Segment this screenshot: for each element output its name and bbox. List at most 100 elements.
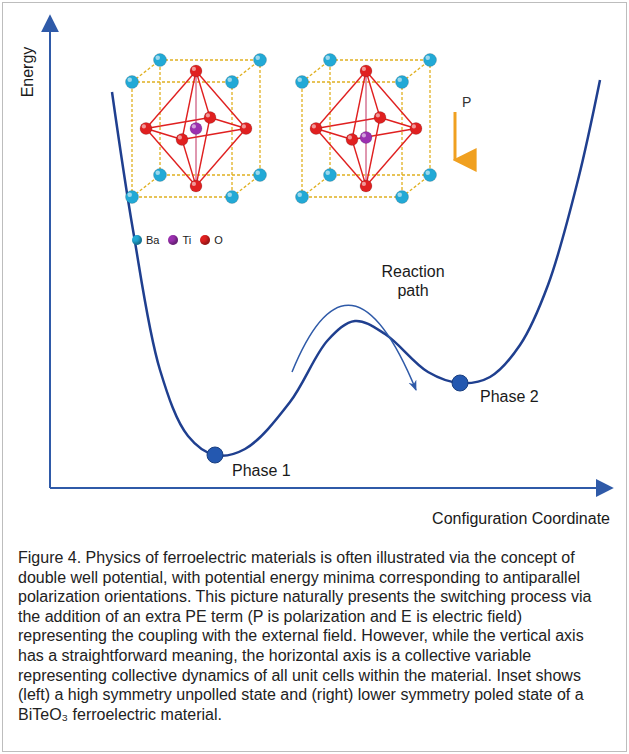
- legend-text: Ti: [182, 234, 191, 246]
- atom-highlight: [192, 67, 196, 71]
- atom-sphere: [360, 132, 372, 144]
- octahedron-edge: [196, 71, 210, 118]
- cell-edge: [330, 59, 430, 60]
- phase-dot: [207, 447, 223, 463]
- legend-text: Ba: [146, 234, 159, 246]
- atom: [254, 169, 267, 182]
- atom-sphere: [296, 76, 309, 89]
- atom: [360, 132, 372, 144]
- atom-sphere: [226, 76, 239, 89]
- atom: [310, 123, 322, 135]
- atom-legend: Ba Ti O: [132, 234, 232, 246]
- cell-edge: [329, 60, 330, 175]
- cell-edge: [160, 59, 260, 60]
- octahedron-edge: [182, 140, 196, 187]
- atom-sphere: [360, 65, 372, 77]
- legend-swatch: [200, 235, 210, 245]
- bond: [366, 71, 367, 138]
- legend-text: O: [214, 234, 223, 246]
- octahedron-edge: [196, 71, 246, 129]
- octahedron-edge: [366, 129, 416, 187]
- atom-sphere: [254, 54, 267, 67]
- atom-highlight: [155, 55, 160, 60]
- atom-sphere: [424, 54, 437, 67]
- atom: [374, 112, 386, 124]
- atom-sphere: [346, 134, 358, 146]
- figure-label: Configuration Coordinate: [410, 509, 610, 528]
- atom: [154, 54, 167, 67]
- atom-sphere: [190, 65, 202, 77]
- cell-edge: [330, 174, 430, 175]
- atom: [190, 180, 202, 192]
- octahedron-edge: [352, 140, 366, 187]
- cell-edge: [132, 81, 232, 82]
- cell-edge: [231, 82, 232, 197]
- legend-item: O: [200, 234, 223, 246]
- cell-edge: [159, 60, 160, 175]
- atom-highlight: [297, 192, 302, 197]
- atom: [226, 191, 239, 204]
- atom: [204, 112, 216, 124]
- legend-item: Ba: [132, 234, 159, 246]
- octahedron-edge: [366, 118, 380, 187]
- atom-highlight: [397, 192, 402, 197]
- atom: [424, 169, 437, 182]
- cell-edge: [132, 196, 232, 197]
- octahedron-edge: [366, 71, 380, 118]
- atom: [126, 76, 139, 89]
- double-well: [112, 80, 600, 463]
- cell-edge: [401, 82, 402, 197]
- atom-sphere: [126, 76, 139, 89]
- legend-swatch: [132, 235, 142, 245]
- octahedron-edge: [352, 71, 366, 140]
- atom: [126, 191, 139, 204]
- octahedron-edge: [316, 71, 366, 129]
- cell-edge: [160, 174, 260, 175]
- atom-sphere: [140, 123, 152, 135]
- cell-edge: [429, 60, 430, 175]
- atom-highlight: [425, 55, 430, 60]
- atom-sphere: [204, 112, 216, 124]
- atom: [190, 123, 202, 135]
- atom-highlight: [325, 170, 330, 175]
- atom-sphere: [374, 112, 386, 124]
- atom-highlight: [255, 170, 260, 175]
- atom: [424, 54, 437, 67]
- legend-swatch: [168, 235, 178, 245]
- atom-highlight: [206, 113, 210, 117]
- atom-highlight: [192, 182, 196, 186]
- unit-cell: [126, 54, 267, 204]
- atom-sphere: [254, 169, 267, 182]
- atom: [254, 54, 267, 67]
- atom: [396, 191, 409, 204]
- atom-sphere: [360, 180, 372, 192]
- atom-sphere: [310, 123, 322, 135]
- figure-label: Phase 2: [480, 387, 570, 406]
- atom-sphere: [226, 191, 239, 204]
- atom-highlight: [242, 124, 246, 128]
- crystal-insets: [126, 54, 437, 204]
- octahedron-edge: [196, 129, 246, 187]
- atom: [396, 76, 409, 89]
- cell-edge: [302, 196, 402, 197]
- atom-sphere: [240, 123, 252, 135]
- atom-highlight: [227, 192, 232, 197]
- octahedron-edge: [316, 129, 366, 187]
- figure-label: Energy: [18, 47, 37, 98]
- atom-highlight: [362, 133, 366, 137]
- atom-sphere: [410, 123, 422, 135]
- atom: [140, 123, 152, 135]
- atom: [190, 65, 202, 77]
- coordinate-axis: [50, 487, 612, 489]
- atom: [346, 134, 358, 146]
- atom-highlight: [192, 124, 196, 128]
- octahedron-edge: [146, 129, 196, 187]
- bond: [196, 129, 197, 187]
- atom: [324, 169, 337, 182]
- atom: [360, 65, 372, 77]
- atom-highlight: [255, 55, 260, 60]
- atom-highlight: [297, 77, 302, 82]
- atom-highlight: [362, 182, 366, 186]
- potential-curve: [112, 80, 600, 456]
- atom-sphere: [396, 191, 409, 204]
